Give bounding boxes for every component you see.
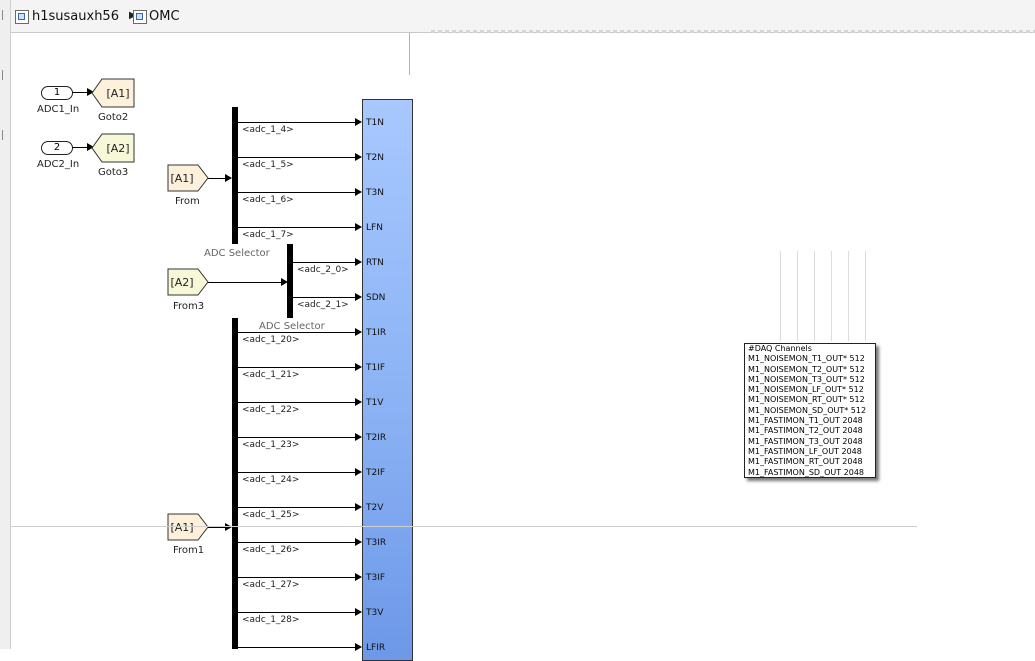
- adc-selector-1-label: ADC Selector: [204, 248, 270, 259]
- goto3-label: Goto3: [98, 167, 129, 178]
- daq-line: M1_NOISEMON_RT_OUT* 512: [748, 395, 865, 405]
- breadcrumb-root[interactable]: h1susauxh56: [32, 9, 119, 24]
- signal-label: <adc_1_4>: [242, 125, 294, 135]
- signal-label: <adc_1_28>: [242, 615, 300, 625]
- from3-label: From3: [173, 301, 205, 312]
- model-canvas[interactable]: 1 ADC1_In 2 ADC2_In [A1] Goto2 [A2] Goto…: [11, 33, 1035, 661]
- from1-label: From1: [173, 545, 205, 556]
- port-label: T3IR: [366, 538, 387, 548]
- daq-line: M1_NOISEMON_T3_OUT* 512: [748, 374, 865, 384]
- adc-selector-2[interactable]: [287, 244, 293, 318]
- signal-label: <adc_1_26>: [242, 545, 300, 555]
- inport-adc1-label: ADC1_In: [37, 104, 80, 115]
- port-label: T1N: [366, 118, 384, 128]
- port-label: T3IF: [366, 573, 386, 583]
- port-label: LFN: [366, 223, 383, 233]
- signal-label: <adc_1_7>: [242, 230, 294, 240]
- daq-line: M1_FASTIMON_T1_OUT 2048: [748, 416, 863, 426]
- signal-label: <adc_2_0>: [297, 265, 349, 275]
- signal-label: <adc_1_22>: [242, 405, 300, 415]
- signal-label: <adc_2_1>: [297, 300, 349, 310]
- signal-label: <adc_1_6>: [242, 195, 294, 205]
- port-label: T3N: [366, 188, 384, 198]
- port-label: T1IR: [366, 328, 387, 338]
- daq-line: M1_FASTIMON_SD_OUT 2048: [748, 467, 865, 477]
- chevron-right-icon: ▶: [129, 10, 137, 21]
- port-label: T2V: [366, 503, 384, 513]
- signal-label: <adc_1_25>: [242, 510, 300, 520]
- port-label: T2N: [366, 153, 384, 163]
- subsystem-icon[interactable]: [133, 10, 147, 24]
- daq-line: M1_FASTIMON_T3_OUT 2048: [748, 436, 863, 446]
- goto3-shape: [91, 133, 135, 163]
- signal-label: <adc_1_20>: [242, 335, 300, 345]
- inport-adc2[interactable]: 2: [41, 141, 73, 155]
- canvas-separator: [11, 526, 917, 527]
- canvas-marker: [409, 33, 410, 75]
- inport-adc2-label: ADC2_In: [37, 159, 80, 170]
- from-label: From: [175, 196, 200, 207]
- daq-line: M1_NOISEMON_T1_OUT* 512: [748, 354, 865, 364]
- port-label: T1IF: [366, 363, 386, 373]
- signal-label: <adc_1_21>: [242, 370, 300, 380]
- port-label: T3V: [366, 608, 384, 618]
- adc-selector-1[interactable]: [232, 107, 238, 244]
- from1-shape: [167, 513, 209, 541]
- from3-shape: [167, 268, 209, 296]
- port-label: SDN: [366, 293, 386, 303]
- model-icon[interactable]: [15, 10, 29, 24]
- from-block[interactable]: [A1]: [170, 171, 194, 185]
- signal-label: <adc_1_24>: [242, 475, 300, 485]
- from-shape: [167, 164, 209, 192]
- left-toolbar-strip: [0, 0, 11, 649]
- breadcrumb: h1susauxh56 ▶ OMC: [11, 0, 1035, 33]
- daq-channels-block[interactable]: #DAQ Channels M1_NOISEMON_T1_OUT* 512 M1…: [744, 343, 876, 478]
- goto3-block[interactable]: [A2]: [106, 141, 130, 155]
- goto2-block[interactable]: [A1]: [106, 86, 130, 100]
- inport-adc1[interactable]: 1: [41, 86, 73, 100]
- port-label: RTN: [366, 258, 384, 268]
- from3-block[interactable]: [A2]: [170, 275, 194, 289]
- daq-line: M1_NOISEMON_SD_OUT* 512: [748, 405, 867, 415]
- port-label: T2IR: [366, 433, 387, 443]
- ghost-block: [771, 251, 877, 341]
- port-label: T1V: [366, 398, 384, 408]
- from1-block[interactable]: [A1]: [170, 520, 194, 534]
- daq-line: M1_FASTIMON_LF_OUT 2048: [748, 446, 862, 456]
- adc-selector-2-label: ADC Selector: [259, 321, 325, 332]
- ruler-ticks: [431, 30, 1035, 33]
- signal-label: <adc_1_27>: [242, 580, 300, 590]
- monitor-subsystem-block[interactable]: T1N T2N T3N LFN RTN SDN T1IR T1IF T1V T2…: [362, 99, 413, 661]
- daq-line: M1_NOISEMON_LF_OUT* 512: [748, 385, 864, 395]
- port-label: LFIR: [366, 643, 386, 653]
- goto2-label: Goto2: [98, 112, 129, 123]
- daq-line: M1_FASTIMON_T2_OUT 2048: [748, 426, 863, 436]
- daq-line: M1_NOISEMON_T2_OUT* 512: [748, 364, 865, 374]
- adc-selector-3[interactable]: [232, 318, 238, 649]
- signal-label: <adc_1_5>: [242, 160, 294, 170]
- breadcrumb-child[interactable]: OMC: [149, 9, 180, 24]
- signal-label: <adc_1_23>: [242, 440, 300, 450]
- daq-line: M1_FASTIMON_RT_OUT 2048: [748, 457, 863, 467]
- port-label: T2IF: [366, 468, 386, 478]
- goto2-shape: [91, 78, 135, 108]
- daq-title: #DAQ Channels: [748, 344, 812, 353]
